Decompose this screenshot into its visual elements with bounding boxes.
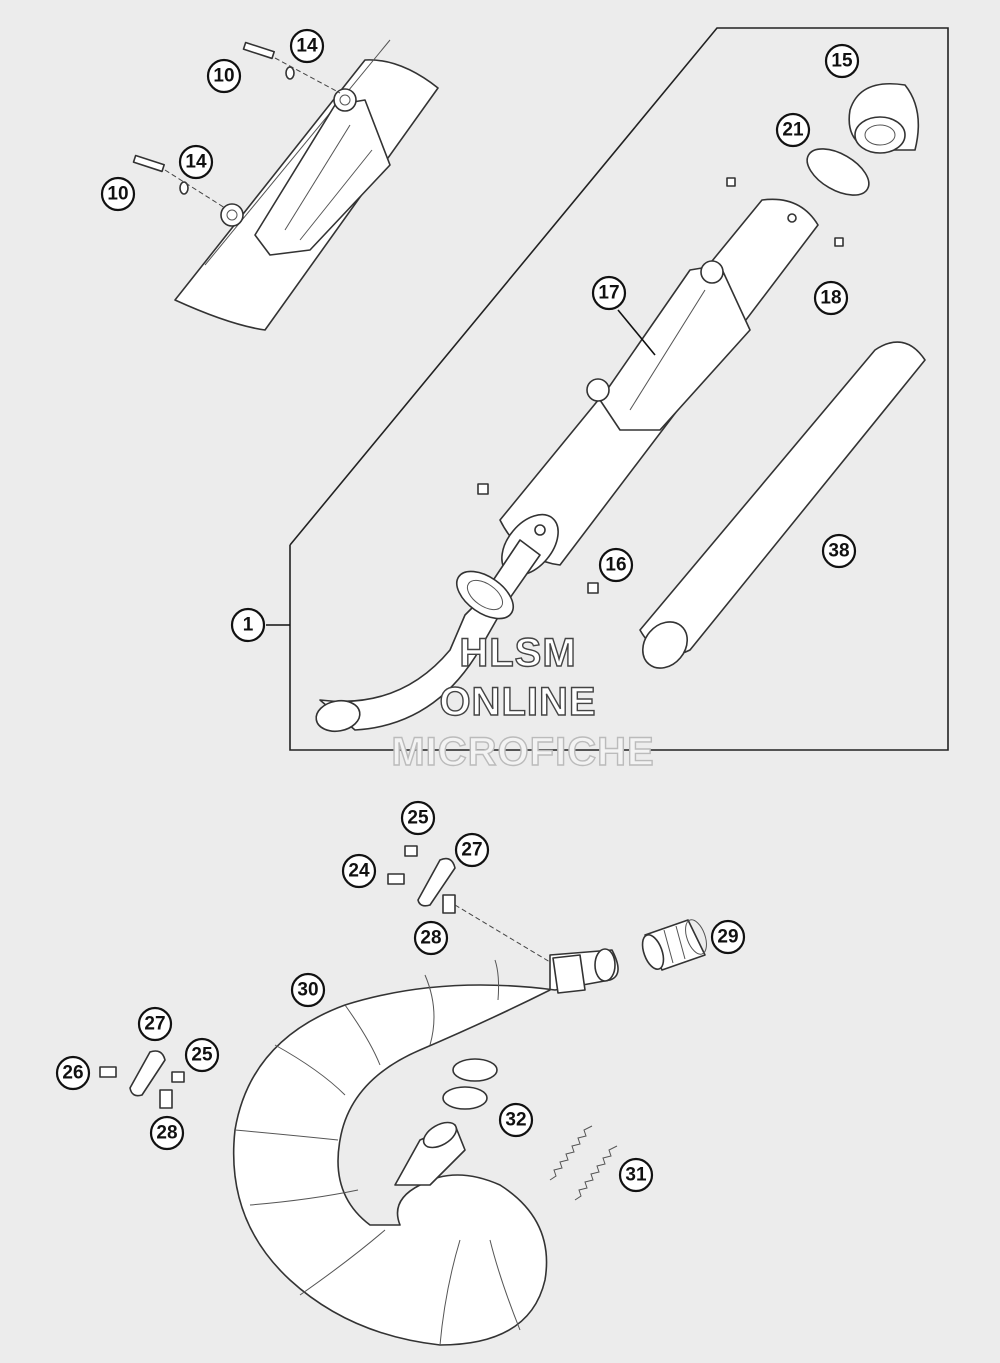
clip-nut-28-left: [159, 1089, 173, 1109]
svg-text:27: 27: [461, 840, 482, 861]
callout-24: 24: [341, 853, 377, 889]
callout-14-b: 14: [178, 144, 214, 180]
svg-text:28: 28: [156, 1123, 177, 1144]
rivet-left: [477, 483, 489, 495]
callout-21: 21: [775, 112, 811, 148]
callout-25-left: 25: [184, 1037, 220, 1073]
svg-text:26: 26: [62, 1063, 83, 1084]
callout-27-left: 27: [137, 1006, 173, 1042]
svg-text:25: 25: [407, 808, 429, 829]
svg-text:38: 38: [828, 541, 849, 562]
callout-38: 38: [821, 533, 857, 569]
callout-32: 32: [498, 1102, 534, 1138]
svg-text:21: 21: [782, 120, 804, 141]
svg-text:30: 30: [297, 980, 318, 1001]
callout-31: 31: [618, 1157, 654, 1193]
silencer-body: [499, 198, 819, 577]
svg-text:14: 14: [185, 152, 207, 173]
bracket-27-top: [417, 857, 456, 907]
silencer-sleeve: [639, 341, 926, 669]
screw-16: [587, 582, 599, 594]
callout-29: 29: [710, 919, 746, 955]
callout-28-left: 28: [149, 1115, 185, 1151]
watermark: HLSM ONLINE MICROFICHE: [391, 630, 655, 774]
watermark-line-1: HLSM: [459, 631, 576, 675]
frame-tube-clamp-detail: [132, 39, 439, 331]
callout-10-a: 10: [206, 58, 242, 94]
svg-text:1: 1: [243, 615, 254, 636]
callout-25-top: 25: [400, 800, 436, 836]
callout-26: 26: [55, 1055, 91, 1091]
callout-1: 1: [230, 607, 266, 643]
svg-text:18: 18: [820, 288, 841, 309]
bolt-25-left: [171, 1071, 185, 1083]
assembly-1-outline: [289, 27, 949, 751]
svg-text:27: 27: [144, 1014, 165, 1035]
callout-28-top: 28: [413, 920, 449, 956]
o-ring: [806, 148, 870, 196]
rivet-top: [726, 177, 736, 187]
svg-text:10: 10: [213, 66, 234, 87]
clip-nut-28-top: [442, 894, 456, 914]
callout-30: 30: [290, 972, 326, 1008]
callout-17: 17: [591, 275, 627, 311]
bolt-24: [387, 873, 405, 885]
callout-18: 18: [813, 280, 849, 316]
o-ring-32a: [452, 1058, 498, 1082]
svg-text:32: 32: [505, 1110, 526, 1131]
svg-text:29: 29: [717, 927, 738, 948]
exhaust-pipe: [232, 948, 619, 1346]
svg-text:14: 14: [296, 36, 318, 57]
svg-text:17: 17: [598, 283, 619, 304]
callout-27-top: 27: [454, 832, 490, 868]
springs: [549, 1125, 618, 1201]
watermark-line-3: MICROFICHE: [391, 730, 654, 774]
svg-text:16: 16: [605, 555, 626, 576]
bracket-27-left: [129, 1050, 166, 1097]
bolt-26: [99, 1066, 117, 1078]
rubber-sleeve: [641, 919, 707, 971]
svg-text:24: 24: [348, 861, 370, 882]
svg-text:31: 31: [625, 1165, 647, 1186]
callout-10-b: 10: [100, 176, 136, 212]
svg-text:10: 10: [107, 184, 128, 205]
svg-text:15: 15: [831, 51, 853, 72]
watermark-line-2: ONLINE: [439, 680, 596, 724]
rivet-18: [834, 237, 844, 247]
callout-15: 15: [824, 43, 860, 79]
svg-text:28: 28: [420, 928, 441, 949]
o-ring-32b: [442, 1086, 488, 1110]
callout-16: 16: [598, 547, 634, 583]
svg-text:25: 25: [191, 1045, 213, 1066]
link-pipe: [315, 539, 541, 733]
callout-14-a: 14: [289, 28, 325, 64]
end-cap: [848, 83, 920, 154]
bolt-25-top: [404, 845, 418, 857]
